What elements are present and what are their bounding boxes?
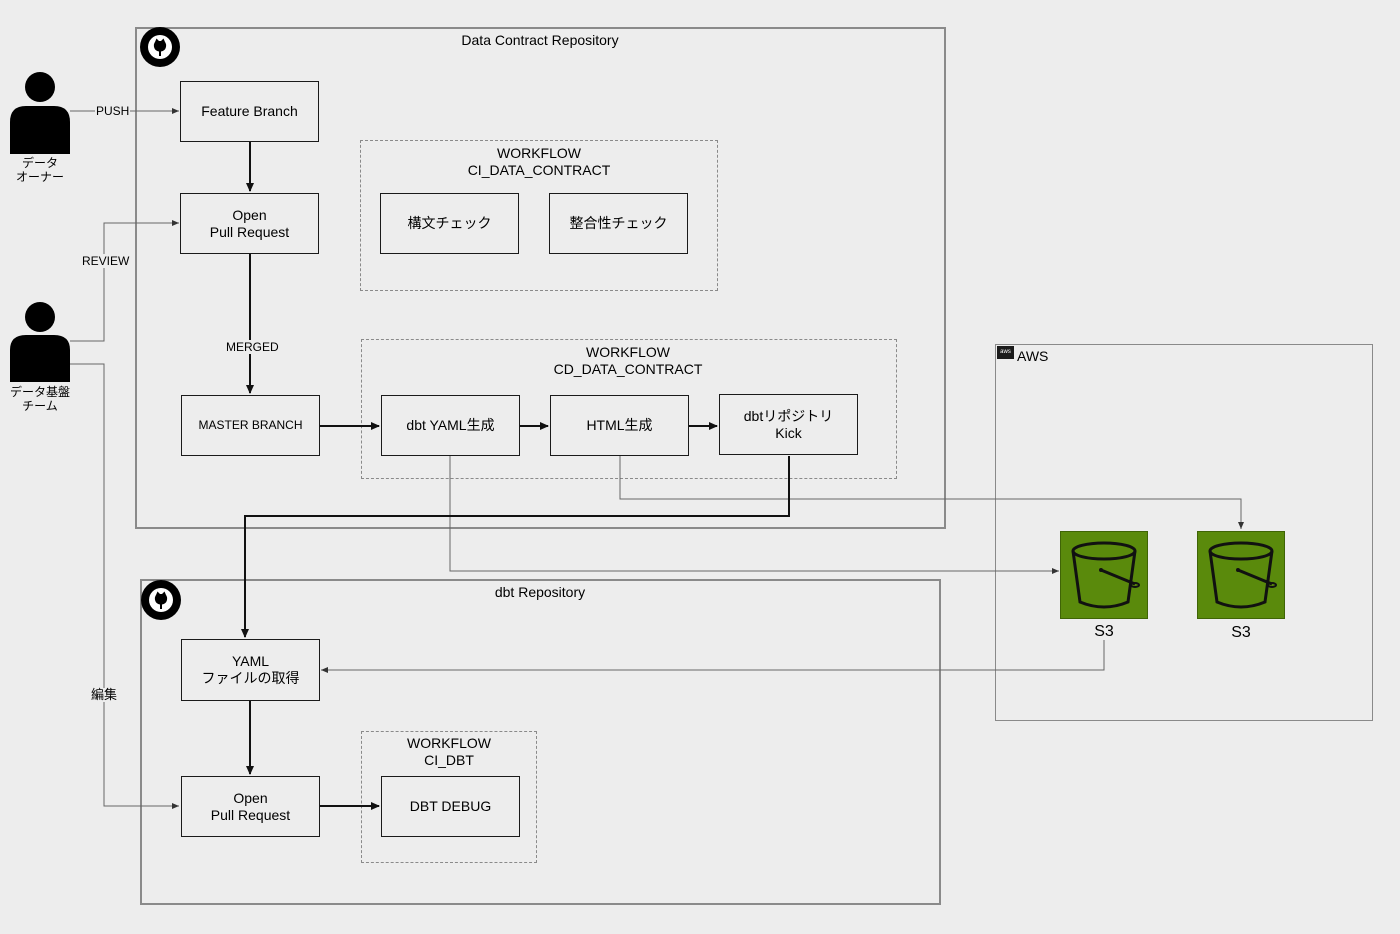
data-platform-team-label: データ基盤 チーム: [9, 385, 70, 413]
s3-label-1: S3: [1094, 623, 1114, 640]
syntax-check-node[interactable]: 構文チェック: [380, 193, 519, 254]
yaml-file-fetch-node[interactable]: YAML ファイルの取得: [181, 639, 320, 701]
workflow-ci-data-contract: [360, 140, 718, 291]
github-icon: [140, 27, 180, 67]
dbt-repository-title: dbt Repository: [494, 584, 586, 600]
person-icon: [10, 72, 70, 154]
aws-container: [995, 344, 1373, 721]
review-label: REVIEW: [81, 254, 131, 268]
open-pull-request-dbt-node[interactable]: Open Pull Request: [181, 776, 320, 837]
workflow-cd-data-contract: [361, 339, 897, 479]
aws-title: AWS: [1017, 348, 1049, 364]
s3-bucket-1[interactable]: [1060, 531, 1148, 619]
data-contract-repository-container: [135, 27, 946, 529]
workflow-cd-data-contract-title: WORKFLOW CD_DATA_CONTRACT: [553, 344, 703, 377]
yaml-to-s3-connector: [449, 456, 1059, 574]
consistency-check-node[interactable]: 整合性チェック: [549, 193, 688, 254]
master-branch-node[interactable]: MASTER BRANCH: [181, 395, 320, 456]
feature-branch-node[interactable]: Feature Branch: [180, 81, 319, 142]
aws-icon: aws: [997, 346, 1014, 359]
html-generation-node[interactable]: HTML生成: [550, 395, 689, 456]
s3-label-2: S3: [1231, 624, 1251, 641]
kick-to-yaml-fetch-connector: [241, 456, 790, 638]
dbt-debug-node[interactable]: DBT DEBUG: [381, 776, 520, 837]
s3-bucket-2[interactable]: [1197, 531, 1285, 619]
github-icon: [141, 580, 181, 620]
edit-label: 編集: [90, 687, 119, 702]
open-pull-request-node[interactable]: Open Pull Request: [180, 193, 319, 254]
dbt-repository-kick-node[interactable]: dbtリポジトリ Kick: [719, 394, 858, 455]
data-owner-label: データ オーナー: [15, 156, 64, 184]
edit-connector: [70, 363, 179, 809]
data-contract-repository-title: Data Contract Repository: [461, 32, 619, 48]
s3-to-yaml-fetch-connector: [321, 640, 1105, 673]
s3-bucket-icon: [1208, 541, 1277, 609]
dbt-repository-container: [140, 579, 941, 905]
html-to-s3-connector: [619, 456, 1244, 529]
workflow-ci-data-contract-title: WORKFLOW CI_DATA_CONTRACT: [467, 145, 611, 178]
s3-bucket-icon: [1071, 541, 1140, 609]
merged-label: MERGED: [225, 340, 280, 354]
workflow-ci-dbt-title: WORKFLOW CI_DBT: [407, 735, 491, 768]
push-label: PUSH: [95, 104, 131, 118]
workflow-ci-dbt: [361, 731, 537, 863]
review-connector: [70, 220, 179, 342]
person-icon: [10, 302, 70, 382]
dbt-yaml-generation-node[interactable]: dbt YAML生成: [381, 395, 520, 456]
